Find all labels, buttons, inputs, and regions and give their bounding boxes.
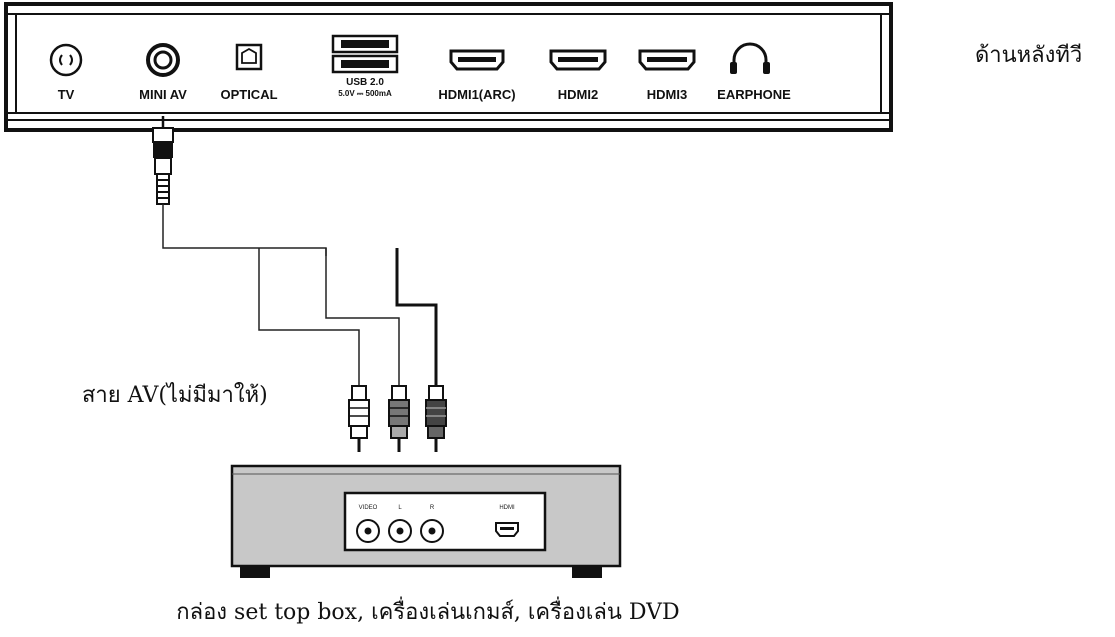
device-hdmi-port [495, 522, 519, 537]
port-label-earphone: EARPHONE [717, 87, 791, 102]
av-cable-wires [162, 204, 438, 386]
device-audio-left-jack [388, 519, 412, 543]
port-label-hdmi1: HDMI1(ARC) [438, 87, 515, 102]
usb-port [331, 34, 399, 74]
hdmi1-arc-port [449, 49, 505, 71]
tv-panel-frame [4, 2, 893, 132]
mini-av-port [146, 43, 180, 77]
mini-av-plug [152, 116, 174, 205]
port-label-mini-av: MINI AV [139, 87, 187, 102]
port-label-hdmi3: HDMI3 [647, 87, 687, 102]
device-label: กล่อง set top box, เครื่องเล่นเกมส์, เคร… [176, 596, 679, 625]
port-label-usb: USB 2.0 [346, 77, 384, 88]
tv-rear-panel [4, 2, 893, 132]
port-label-optical: OPTICAL [220, 87, 277, 102]
device-label-right: R [430, 505, 435, 511]
device-audio-right-jack [420, 519, 444, 543]
device-label-hdmi: HDMI [499, 505, 515, 511]
rca-plug-dark [425, 385, 447, 452]
device-port-panel [343, 491, 547, 552]
hdmi3-port [638, 49, 696, 71]
av-cable-label: สาย AV(ไม่มีมาให้) [82, 382, 268, 408]
headphone-icon [730, 42, 770, 74]
rca-plug-gray [388, 385, 410, 452]
device-video-jack [356, 519, 380, 543]
device-label-left: L [398, 505, 402, 511]
rca-plug-white [348, 385, 370, 452]
port-label-hdmi2: HDMI2 [558, 87, 598, 102]
hdmi2-port [549, 49, 607, 71]
tv-antenna-port [49, 43, 83, 77]
device-label-video: VIDEO [359, 505, 378, 511]
optical-port [235, 43, 263, 71]
port-label-tv: TV [58, 87, 75, 102]
port-label-usb-rating: 5.0V ⎓ 500mA [338, 89, 392, 98]
tv-rear-title: ด้านหลังทีวี [975, 43, 1082, 68]
